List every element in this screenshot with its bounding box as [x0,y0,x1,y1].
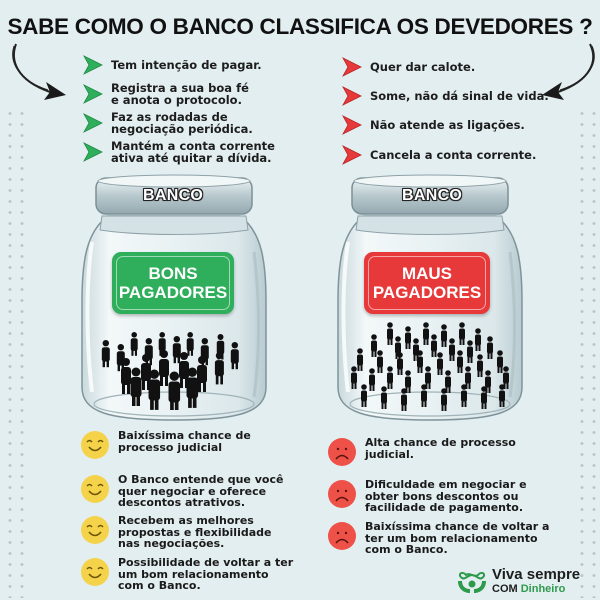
badge-line-2: PAGADORES [118,283,228,302]
list-item-text: Mantém a conta corrente ativa até quitar… [111,139,275,165]
hands-infinity-logo-icon [458,571,486,593]
outcome-text: Dificuldade em negociar e obter bons des… [365,478,527,514]
list-item: Possibilidade de voltar a ter um bom rel… [80,557,293,592]
list-item-text: Tem intenção de pagar. [111,58,262,72]
outcome-text: Recebem as melhores propostas e flexibil… [118,514,272,550]
list-item: Cancela a conta corrente. [342,145,536,165]
green-arrow-icon [83,84,103,104]
outcome-text: O Banco entende que você quer negociar e… [118,473,284,509]
red-arrow-icon [342,86,362,106]
list-item: Dificuldade em negociar e obter bons des… [327,479,527,514]
smiley-face-icon [81,558,109,586]
smiley-face-icon [81,516,109,544]
list-item: Faz as rodadas de negociação periódica. [83,111,253,135]
jar-lid-label: BANCO [402,187,463,204]
list-item: Some, não dá sinal de vida. [342,86,549,106]
jar-lid-label: BANCO [143,187,204,204]
brand-name-line-2: COM Dinheiro [492,582,580,596]
outcome-text: Possibilidade de voltar a ter um bom rel… [118,556,294,592]
dot-pattern-right [576,108,600,598]
smiley-face-icon [81,475,109,503]
brand-logo: Viva sempre COM Dinheiro [456,566,581,596]
green-arrow-icon [83,113,103,133]
list-item-text: Some, não dá sinal de vida. [370,89,549,103]
outcome-text: Baixíssima chance de processo judicial [118,429,251,454]
list-item-text: Quer dar calote. [370,60,476,74]
list-item: Baixíssima chance de processo judicial [80,430,251,460]
dot-pattern-left [4,108,28,598]
bad-payers-badge: MAUS PAGADORES [364,252,490,314]
badge-line-1: MAUS [401,264,453,283]
outcome-text: Baixíssima chance de voltar a ter um bom… [365,520,550,556]
list-item: O Banco entende que você quer negociar e… [80,474,283,509]
list-item: Mantém a conta corrente ativa até quitar… [83,140,275,164]
list-item: Não atende as ligações. [342,115,525,135]
curved-arrow-right-icon [542,43,595,100]
list-item: Recebem as melhores propostas e flexibil… [80,515,271,550]
red-arrow-icon [342,145,362,165]
list-item: Registra a sua boa fé e anota o protocol… [83,82,249,106]
bad-behaviors-list: Quer dar calote. Some, não dá sinal de v… [342,52,549,172]
list-item: Baixíssima chance de voltar a ter um bom… [327,521,549,556]
brand-name-line-1: Viva sempre [492,566,581,583]
red-arrow-icon [342,57,362,77]
list-item-text: Cancela a conta corrente. [370,148,537,162]
smiley-face-icon [81,431,109,459]
people-crowd-icon [351,322,509,411]
good-behaviors-list: Tem intenção de pagar. Registra a sua bo… [83,52,313,172]
list-item: Tem intenção de pagar. [83,55,262,75]
sad-face-icon [328,522,356,550]
good-payers-badge: BONS PAGADORES [112,252,234,314]
people-crowd-icon [101,332,239,410]
red-arrow-icon [342,115,362,135]
green-arrow-icon [83,55,103,75]
list-item: Quer dar calote. [342,57,475,77]
brand-dinheiro-text: Dinheiro [520,583,566,595]
list-item-text: Faz as rodadas de negociação periódica. [111,110,253,136]
bad-payers-jar: BANCO MAUS PAGADORES [332,172,528,422]
badge-line-2: PAGADORES [372,283,482,302]
sad-face-icon [328,438,356,466]
brand-com-text: COM [492,583,521,595]
list-item-text: Não atende as ligações. [370,118,525,132]
sad-face-icon [328,480,356,508]
badge-line-1: BONS [148,264,198,283]
list-item: Alta chance de processo judicial. [327,437,516,467]
curved-arrow-left-icon [12,43,66,100]
green-arrow-icon [83,142,103,162]
list-item-text: Registra a sua boa fé e anota o protocol… [111,81,249,107]
good-payers-jar: BANCO BONS PAGADORES [78,172,270,422]
outcome-text: Alta chance de processo judicial. [365,436,516,461]
page-title: SABE COMO O BANCO CLASSIFICA OS DEVEDORE… [7,14,593,39]
